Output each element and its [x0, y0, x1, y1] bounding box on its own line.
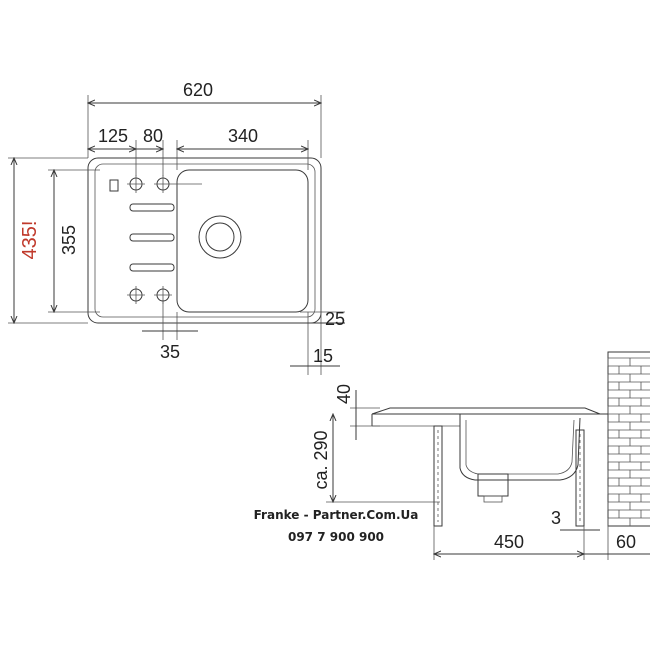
groove-3 — [129, 263, 175, 272]
bowl-outline — [176, 169, 309, 313]
tap-hole-1 — [127, 175, 145, 193]
dim-290: ca. 290 — [311, 430, 331, 489]
dim-15: 15 — [313, 346, 333, 366]
watermark-phone: 097 7 900 900 — [287, 530, 385, 544]
dim-340: 340 — [228, 126, 258, 146]
drain-outer — [198, 215, 242, 259]
cabinet-left-panel — [433, 425, 443, 527]
dim-80: 80 — [143, 126, 163, 146]
overflow-marker — [109, 179, 119, 192]
dim-40: 40 — [334, 384, 354, 404]
sink-rim — [94, 163, 316, 318]
drain-assembly — [477, 473, 509, 497]
dim-355: 355 — [59, 225, 79, 255]
dim-450: 450 — [494, 532, 524, 552]
drain-inner — [205, 222, 235, 252]
dim-60: 60 — [616, 532, 636, 552]
sink-profile — [371, 407, 601, 481]
side-view: 40 ca. 290 3 450 60 — [311, 351, 650, 560]
sink-outline — [87, 157, 322, 324]
dim-435: 435! — [19, 221, 41, 260]
brick-wall — [607, 351, 650, 527]
top-view: 620 125 80 340 435! 355 35 25 15 — [8, 80, 345, 375]
dim-125: 125 — [98, 126, 128, 146]
groove-1 — [129, 203, 175, 212]
tap-hole-3 — [127, 286, 145, 304]
groove-2 — [129, 233, 175, 242]
cabinet-right-panel — [575, 429, 585, 527]
dim-620: 620 — [183, 80, 213, 100]
watermark-site: Franke - Partner.Com.Ua — [253, 508, 419, 522]
tap-hole-2 — [154, 175, 202, 193]
dim-35: 35 — [160, 342, 180, 362]
dim-25: 25 — [325, 309, 345, 329]
dim-3: 3 — [551, 508, 561, 528]
